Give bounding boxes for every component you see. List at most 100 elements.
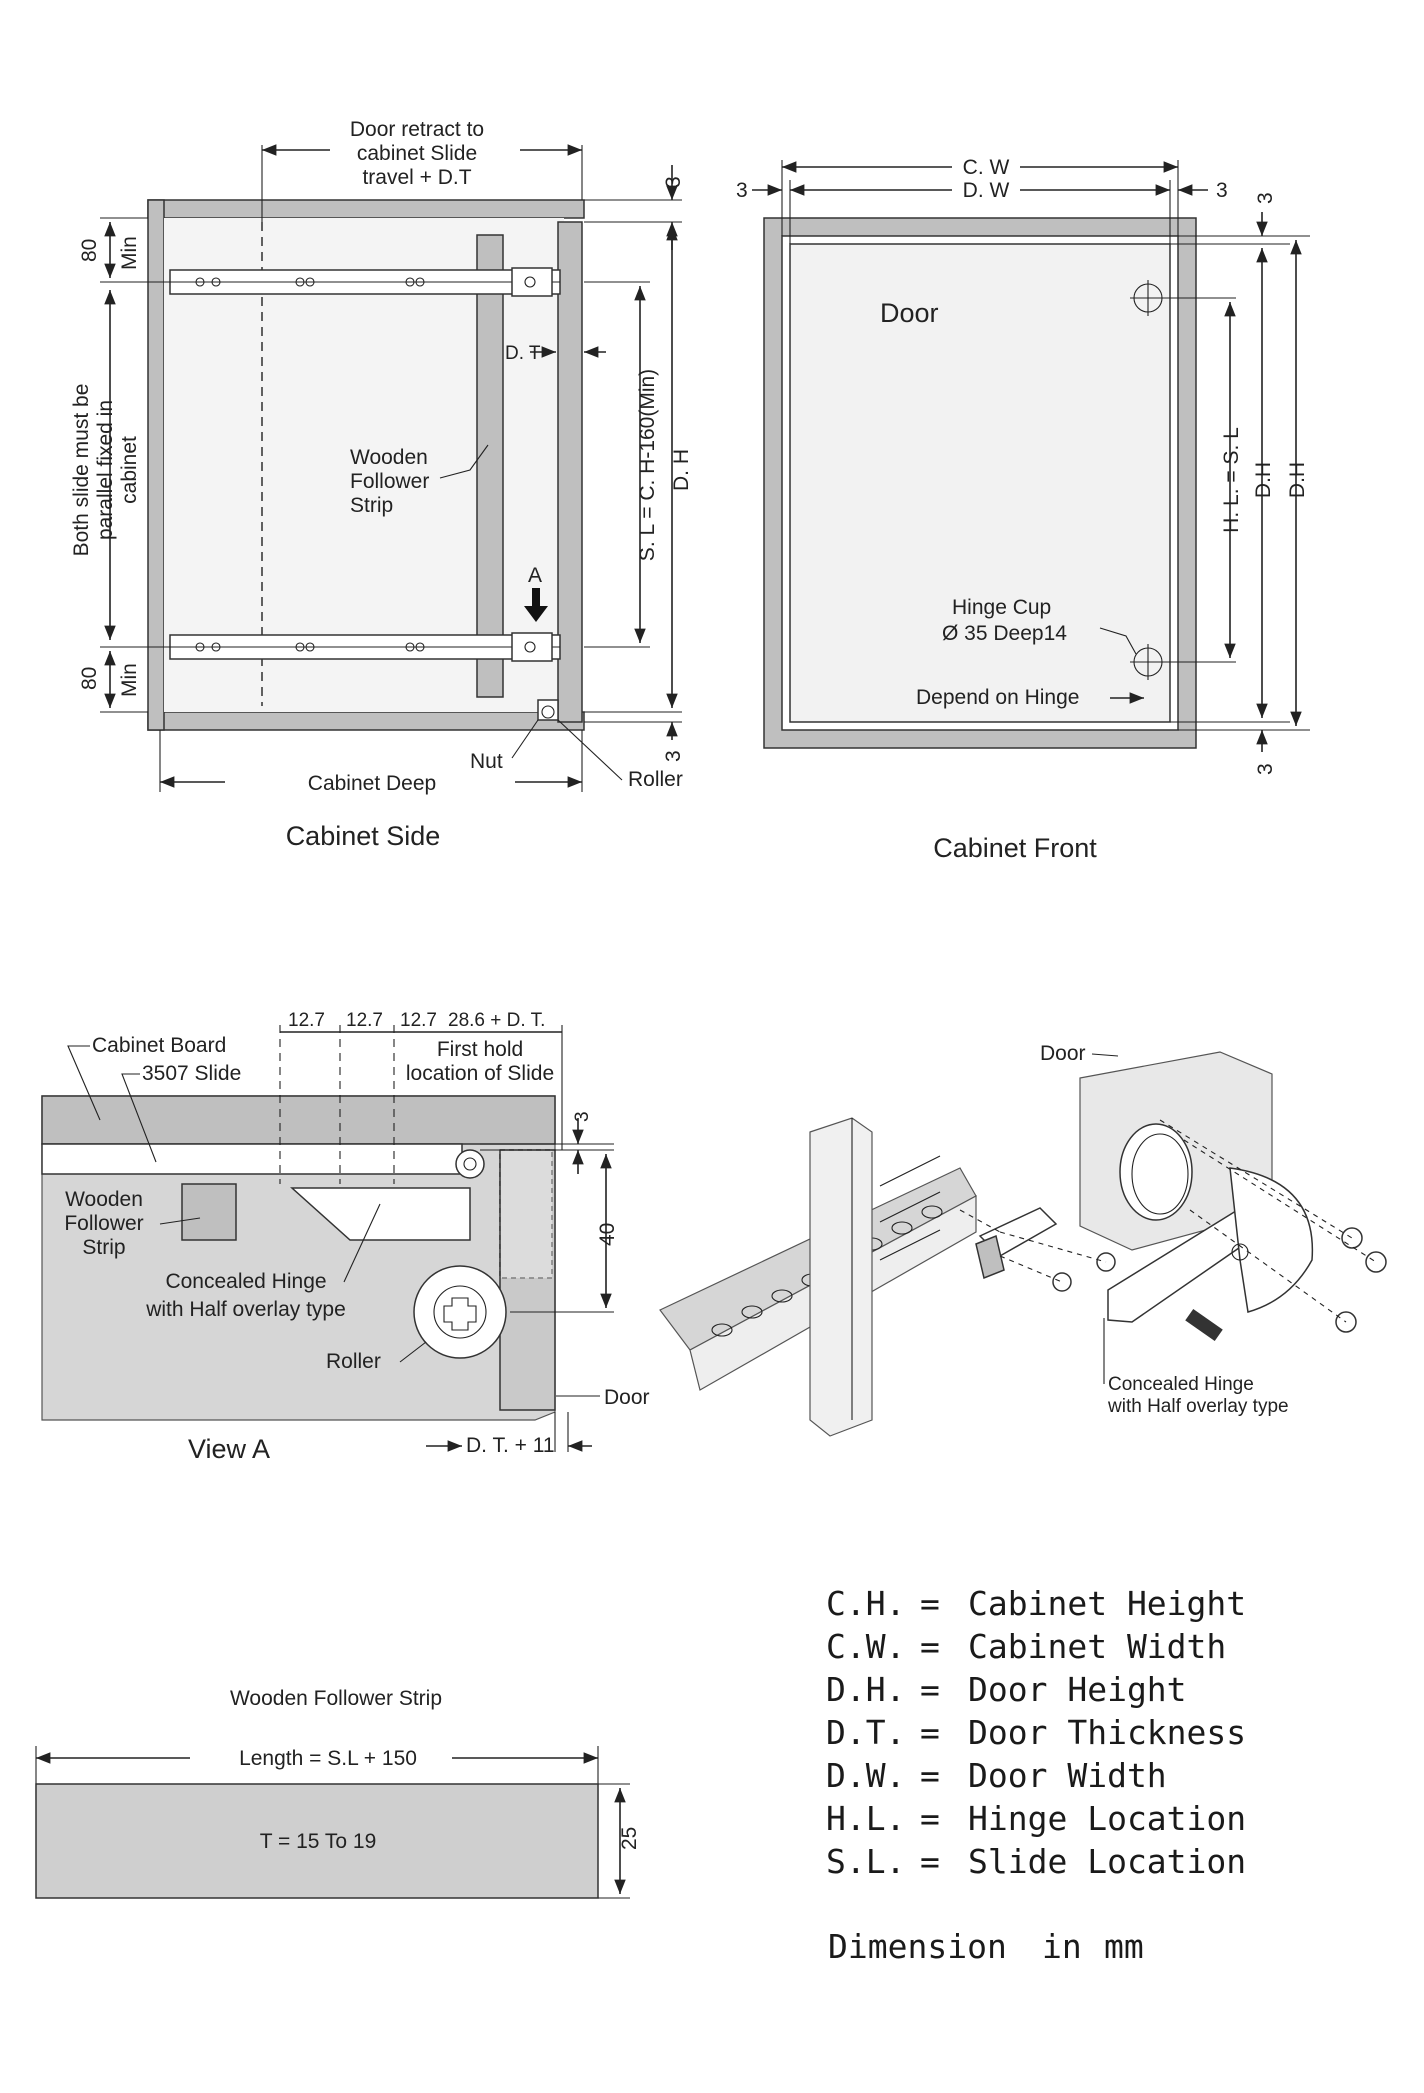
exploded-hinge-view: Door <box>659 1042 1387 1437</box>
legend-row: D.T. = Door Thickness <box>826 1713 1246 1752</box>
legend-abbr: D.T. <box>826 1713 905 1752</box>
arrow-a-icon <box>524 588 548 622</box>
legend-eq: = <box>920 1799 940 1838</box>
cabinet-bottom-panel <box>147 711 585 731</box>
units-label: Dimension <box>828 1927 1007 1966</box>
depend-on-hinge-label: Depend on Hinge <box>916 686 1079 709</box>
min-top: Min <box>118 236 141 270</box>
exploded-door-label: Door <box>1040 1042 1086 1065</box>
slide-3507-label: 3507 Slide <box>142 1062 241 1085</box>
hinge-cup-line1: Hinge Cup <box>952 596 1051 619</box>
min-bottom: Min <box>118 663 141 697</box>
wooden-follower-line3: Strip <box>350 494 393 517</box>
units-mm: mm <box>1104 1927 1144 1966</box>
cabinet-board-top <box>41 1095 556 1145</box>
legend-meaning: Hinge Location <box>968 1799 1246 1838</box>
exploded-concealed-line1: Concealed Hinge <box>1108 1374 1254 1395</box>
slide-top <box>169 267 561 297</box>
legend-eq: = <box>920 1756 940 1795</box>
wooden-follower-a-line2: Follower <box>64 1212 143 1235</box>
wooden-follower-a-line1: Wooden <box>65 1188 143 1211</box>
first-hold-line1: First hold <box>437 1038 523 1061</box>
legend-row: D.H. = Door Height <box>826 1670 1187 1709</box>
slide-3507-shape <box>41 1143 463 1175</box>
concealed-hinge-a-line1: Concealed Hinge <box>165 1270 326 1293</box>
door-panel <box>789 243 1171 723</box>
legend-meaning: Door Height <box>968 1670 1187 1709</box>
slide-bottom <box>169 632 561 662</box>
legend-abbr: H.L. <box>826 1799 905 1838</box>
legend-row: D.W. = Door Width <box>826 1756 1167 1795</box>
cabinet-deep-label: Cabinet Deep <box>308 772 436 795</box>
cabinet-front-view: Door Hinge Cup Ø 35 Deep14 Depend on Hin… <box>736 156 1310 863</box>
exploded-concealed-line2: with Half overlay type <box>1107 1396 1289 1417</box>
strip-length-label: Length = S.L + 150 <box>239 1747 417 1770</box>
legend-abbr: C.H. <box>826 1584 905 1623</box>
dh-label-front-2: D.H <box>1286 462 1309 498</box>
wooden-follower-line2: Follower <box>350 470 429 493</box>
dim-3-left-front: 3 <box>736 179 748 202</box>
legend-eq: = <box>920 1842 940 1881</box>
strip-title: Wooden Follower Strip <box>230 1687 442 1710</box>
first-hold-line2: location of Slide <box>406 1062 554 1085</box>
legend-meaning: Cabinet Width <box>968 1627 1226 1666</box>
cabinet-board-label: Cabinet Board <box>92 1034 226 1057</box>
cabinet-front-title: Cabinet Front <box>933 833 1097 863</box>
cabinet-side-title: Cabinet Side <box>286 821 441 851</box>
hinge-cup-body <box>1229 1167 1314 1313</box>
cabinet-top-panel <box>147 199 585 219</box>
dim-3-bottom-front: 3 <box>1254 763 1277 775</box>
dt-11-label: D. T. + 11 <box>466 1434 555 1457</box>
strip-body <box>35 1783 599 1899</box>
roller-block <box>537 699 559 721</box>
door-label-a: Door <box>604 1386 650 1409</box>
hinge-arm <box>1107 1204 1264 1323</box>
dim-40: 40 <box>596 1223 619 1246</box>
roller-large-icon <box>413 1265 507 1359</box>
parallel-note-line3: cabinet <box>118 436 141 504</box>
legend-meaning: Slide Location <box>968 1842 1246 1881</box>
roller-label-side: Roller <box>628 768 683 791</box>
legend-eq: = <box>920 1670 940 1709</box>
units-in: in <box>1042 1927 1082 1966</box>
cabinet-back-panel <box>147 199 165 731</box>
view-a-title: View A <box>188 1434 270 1464</box>
abbreviation-legend: C.H. = Cabinet Height C.W. = Cabinet Wid… <box>826 1584 1246 1966</box>
wooden-follower-strip-view: Wooden Follower Strip Length = S.L + 150… <box>35 1687 641 1899</box>
dim-3-bottom-side: 3 <box>662 750 685 762</box>
parallel-note-line1: Both slide must be <box>70 384 93 557</box>
legend-meaning: Cabinet Height <box>968 1584 1246 1623</box>
strip-thickness-label: T = 15 To 19 <box>260 1830 377 1853</box>
hinge-cup-top-icon <box>1130 280 1166 316</box>
dim-286: 28.6 + D. T. <box>448 1010 545 1031</box>
legend-abbr: D.H. <box>826 1670 905 1709</box>
door-retract-line3: travel + D.T <box>362 166 471 189</box>
roller-circle <box>541 705 555 719</box>
legend-row: S.L. = Slide Location <box>826 1842 1246 1881</box>
wooden-follower-block <box>181 1183 237 1241</box>
legend-meaning: Door Thickness <box>968 1713 1246 1752</box>
door-retract-line2: cabinet Slide <box>357 142 477 165</box>
wooden-follower-a-line3: Strip <box>82 1236 125 1259</box>
strip-dim-25: 25 <box>618 1827 641 1850</box>
roller-label-a: Roller <box>326 1350 381 1373</box>
door-label-front: Door <box>880 298 939 328</box>
cabinet-side-view: A Door retract to cabinet Slide travel +… <box>70 118 693 851</box>
hinge-cup-hole <box>1119 1123 1193 1221</box>
legend-eq: = <box>920 1627 940 1666</box>
wooden-follower-strip-vertical <box>476 234 504 698</box>
concealed-hinge-a-line2: with Half overlay type <box>145 1298 346 1321</box>
dh-label-side: D. H <box>670 449 693 491</box>
wooden-follower-line1: Wooden <box>350 446 428 469</box>
legend-row: H.L. = Hinge Location <box>826 1799 1246 1838</box>
door-edge-view-a <box>499 1149 556 1411</box>
legend-row: C.W. = Cabinet Width <box>826 1627 1226 1666</box>
dim-80-bottom: 80 <box>78 667 101 690</box>
hinge-cup-line2: Ø 35 Deep14 <box>942 622 1067 645</box>
legend-row: C.H. = Cabinet Height <box>826 1584 1246 1623</box>
dim-3-right-front: 3 <box>1216 179 1228 202</box>
mounting-bracket <box>809 1117 873 1437</box>
legend-eq: = <box>920 1713 940 1752</box>
